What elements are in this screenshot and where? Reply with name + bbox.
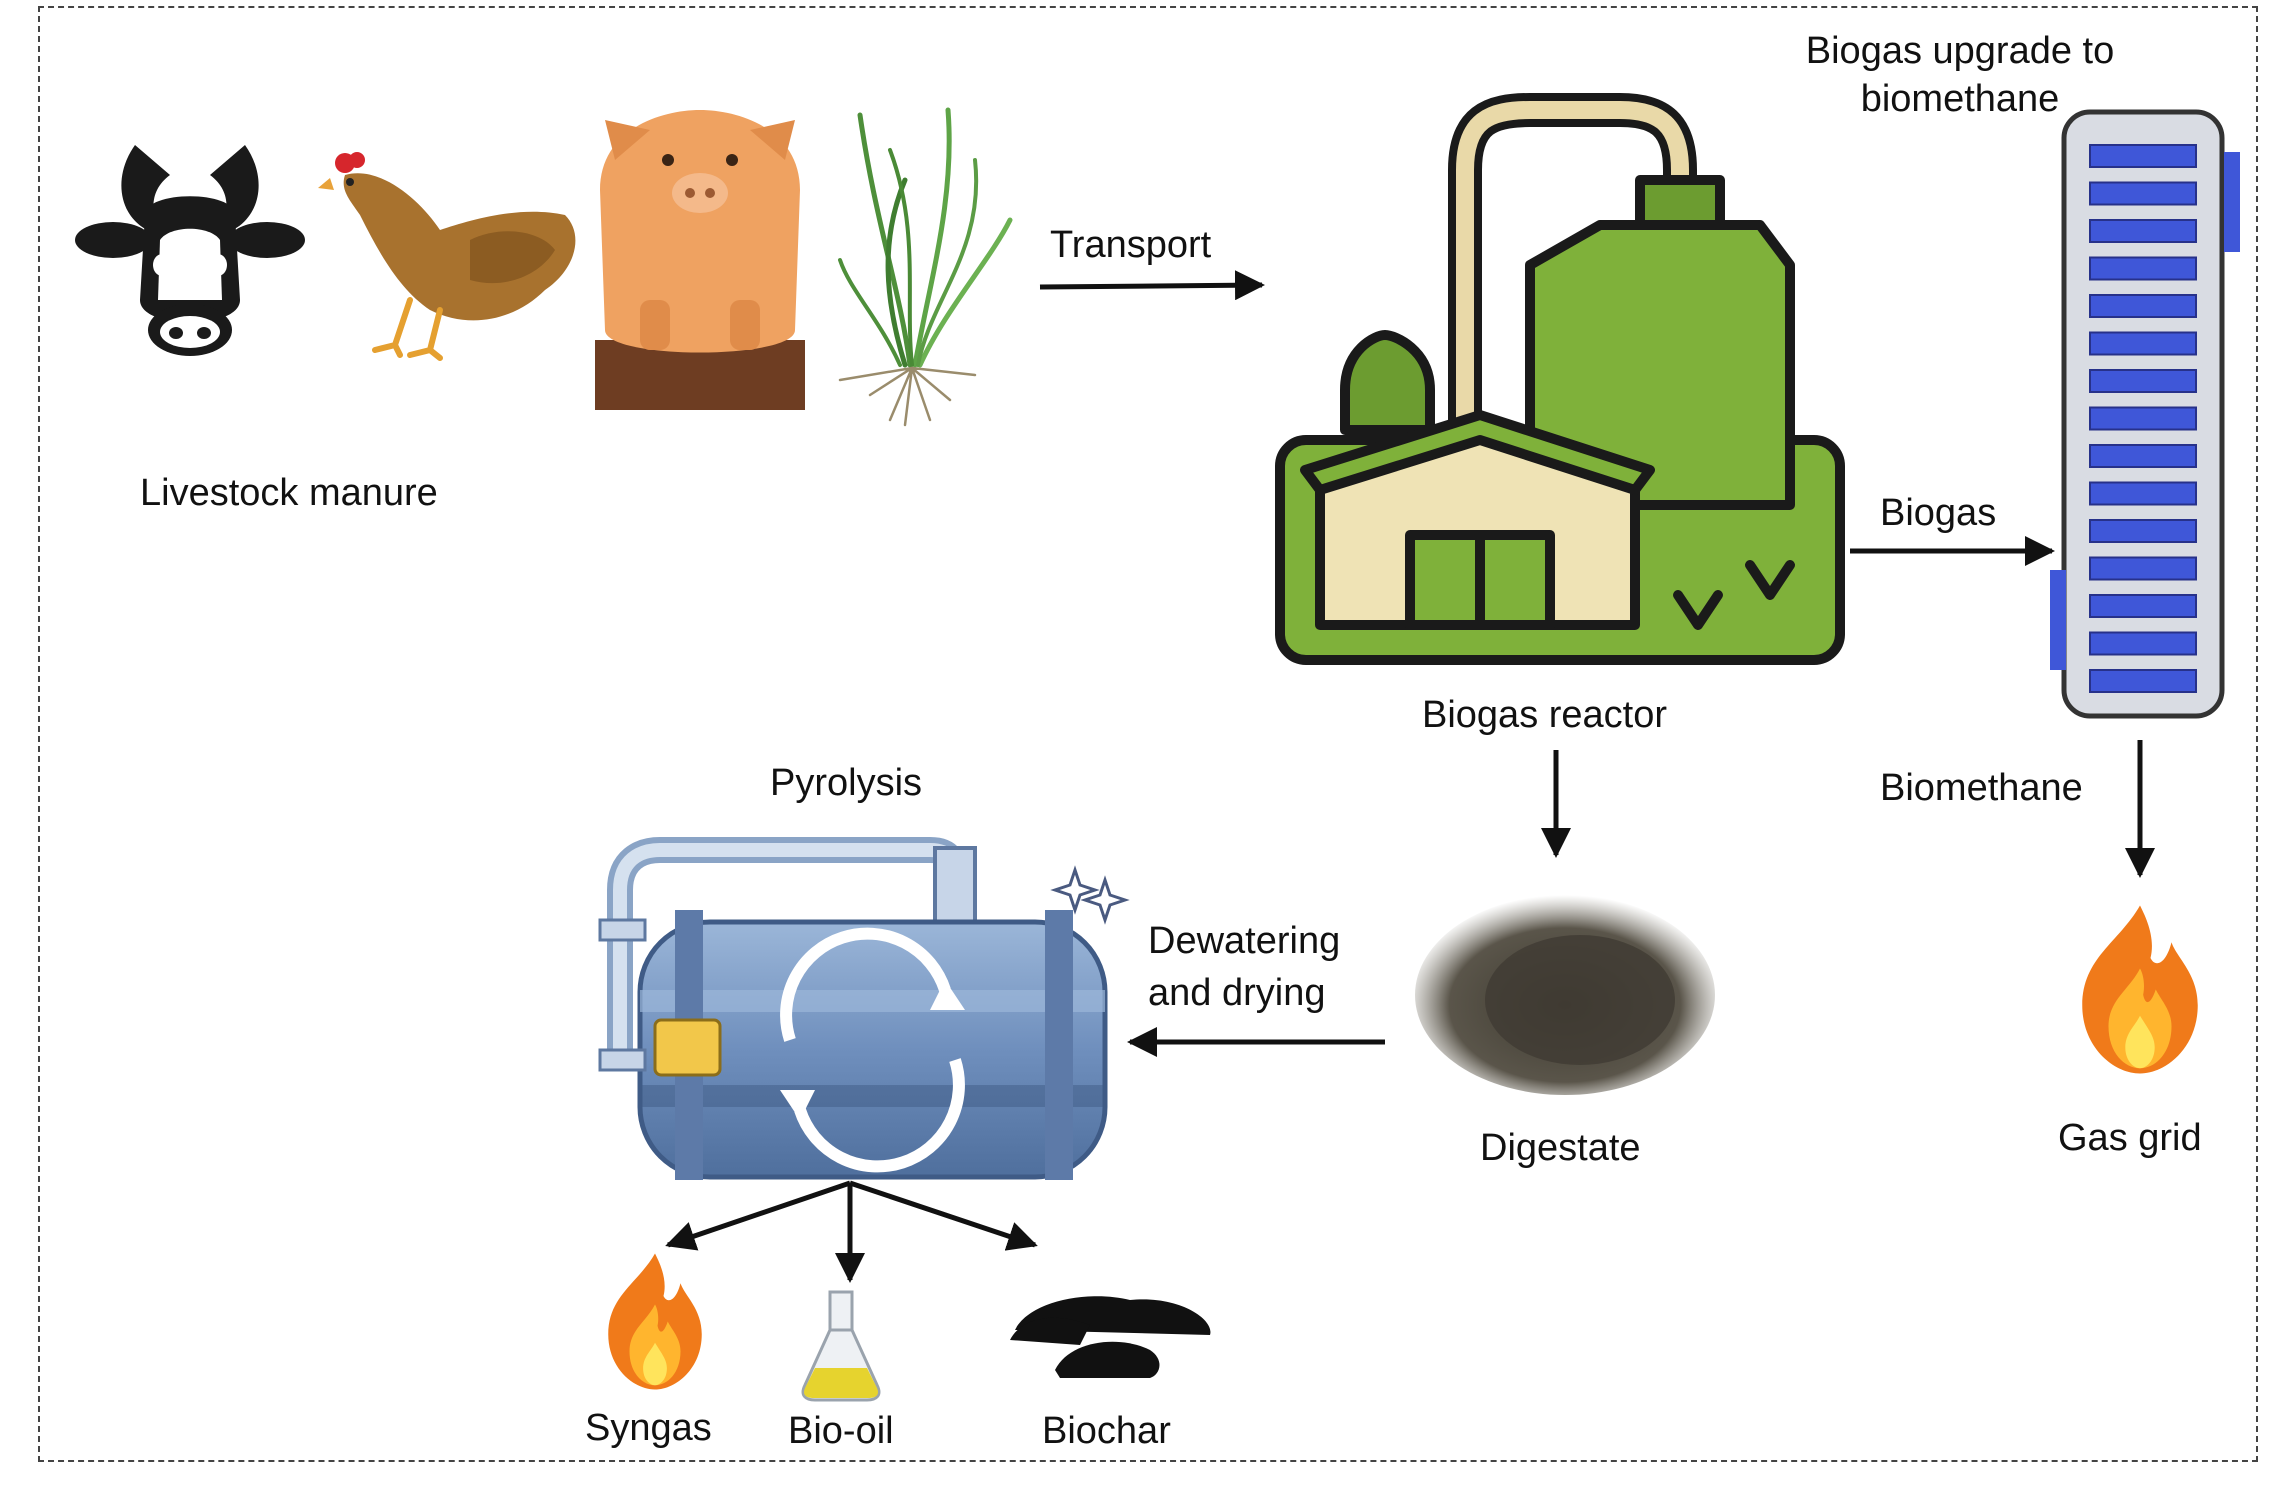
- pyrolysis-reactor-icon: [598, 837, 1130, 1180]
- upgrader-slat: [2089, 294, 2197, 318]
- label-biogas: Biogas: [1880, 492, 1997, 534]
- upgrader-slat: [2089, 181, 2197, 206]
- label-bio-oil: Bio-oil: [788, 1410, 894, 1452]
- upgrader-slat: [2089, 669, 2197, 693]
- pig-icon: [595, 110, 805, 410]
- chicken-icon: [318, 152, 576, 361]
- upgrader-slat: [2089, 219, 2197, 243]
- label-dewatering-line2: and drying: [1148, 972, 1326, 1014]
- label-digestate: Digestate: [1480, 1127, 1641, 1169]
- digestate-pile-icon: [1415, 895, 1715, 1095]
- upgrader-slat: [2089, 406, 2197, 431]
- biochar-pile-icon: [1010, 1296, 1211, 1378]
- transport-arrow: [1039, 270, 1265, 301]
- upgrader-slat: [2089, 369, 2197, 393]
- gas-grid-flame-icon: [2082, 905, 2198, 1074]
- label-dewatering-line1: Dewatering: [1148, 920, 1341, 962]
- biogas-upgrader-icon: [2050, 109, 2240, 719]
- label-livestock-manure: Livestock manure: [140, 472, 438, 514]
- upgrader-slat: [2089, 331, 2197, 356]
- upgrader-slat: [2089, 519, 2197, 543]
- upgrader-slat: [2089, 444, 2197, 468]
- grass-icon: [838, 107, 1013, 427]
- biogas-reactor-icon: [1275, 93, 1845, 665]
- label-pyrolysis: Pyrolysis: [770, 762, 923, 804]
- upgrader-slat: [2089, 556, 2197, 581]
- label-biomethane: Biomethane: [1880, 767, 2083, 809]
- syngas-flame-icon: [608, 1253, 702, 1390]
- upgrader-slat: [2089, 144, 2197, 168]
- cow-icon: [75, 145, 305, 356]
- diagram-frame: [38, 6, 2258, 1462]
- label-transport: Transport: [1050, 224, 1212, 266]
- upgrader-slat: [2089, 594, 2197, 618]
- bio-oil-flask-icon: [801, 1290, 881, 1402]
- upgrader-slat: [2089, 481, 2197, 506]
- biochar-arrow: [849, 1180, 1038, 1251]
- syngas-arrow: [665, 1180, 851, 1251]
- label-gas-grid: Gas grid: [2058, 1117, 2202, 1159]
- label-syngas: Syngas: [585, 1407, 712, 1449]
- upgrader-slat: [2089, 256, 2197, 281]
- label-biogas-upgrade: Biogas upgrade to biomethane: [1805, 30, 2115, 120]
- label-biogas-reactor: Biogas reactor: [1422, 694, 1668, 736]
- label-biochar: Biochar: [1042, 1410, 1171, 1452]
- upgrader-slat: [2089, 631, 2197, 656]
